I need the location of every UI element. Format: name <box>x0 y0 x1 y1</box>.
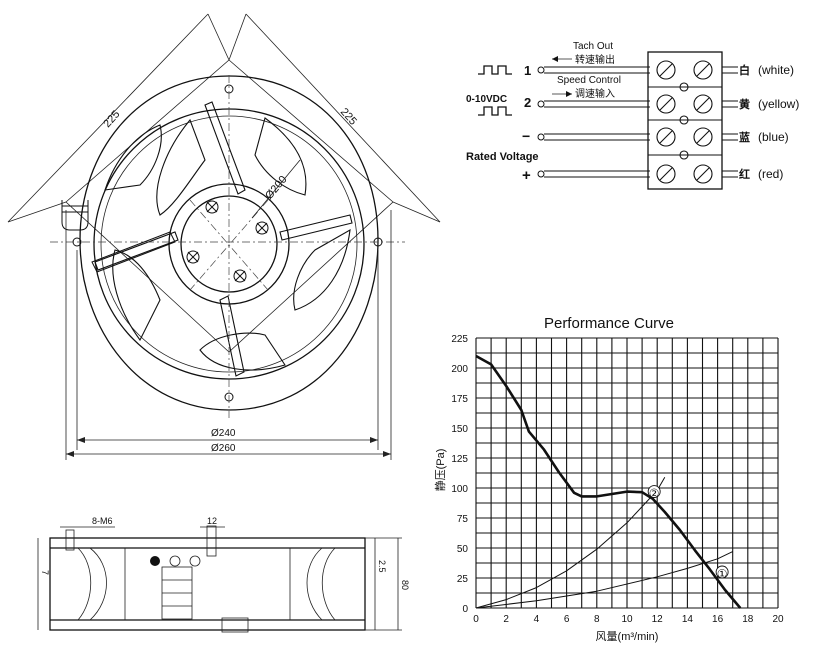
performance-chart: Performance Curve 0 2 4 6 8 10 12 14 16 18 20 0 25 5… <box>433 315 784 643</box>
curve-marker <box>715 565 729 579</box>
y-tick-label: 75 <box>457 514 469 525</box>
system-curve-line <box>475 476 666 609</box>
x-tick-label: 8 <box>594 614 600 625</box>
x-tick-label: 6 <box>564 614 570 625</box>
curve-label: ② <box>649 487 660 501</box>
wire-blue-en: (blue) <box>758 130 789 144</box>
chart-y-ticks: 0 25 50 75 100 125 150 175 200 225 <box>451 334 468 615</box>
pin-1-label: 1 <box>524 63 531 78</box>
chart-x-ticks: 0 2 4 6 8 10 12 14 16 18 20 <box>473 614 784 625</box>
minus-label: − <box>522 128 530 144</box>
terminal-screws <box>648 60 722 184</box>
system-curve-line <box>475 551 733 609</box>
dim-lines-bottom <box>65 210 392 460</box>
fan-front-view: 225 225 <box>7 13 441 460</box>
y-tick-label: 50 <box>457 544 469 555</box>
dim-diameter-260: Ø260 <box>211 443 236 454</box>
dim-8-m6: 8-M6 <box>92 516 113 526</box>
center-lines <box>50 75 405 418</box>
performance-curve-line <box>475 354 742 609</box>
dim-diameter-240: Ø240 <box>211 428 236 439</box>
cable-gland <box>61 200 176 273</box>
tach-out-label: Tach Out <box>573 41 613 52</box>
curve-marker <box>647 485 661 499</box>
wire-white-cn: 白 <box>739 63 750 77</box>
wire-yellow-en: (yellow) <box>758 97 799 111</box>
pin-2-label: 2 <box>524 95 531 110</box>
wiring-diagram: 1 2 0-10VDC − Rated Voltage + Tach Out 转… <box>466 41 799 190</box>
x-tick-label: 2 <box>503 614 509 625</box>
wire-blue-cn: 蓝 <box>739 130 750 144</box>
pulse-icon-2 <box>478 106 512 116</box>
x-tick-label: 18 <box>742 614 754 625</box>
x-tick-label: 4 <box>534 614 540 625</box>
chart-title: Performance Curve <box>544 315 674 332</box>
y-tick-label: 150 <box>451 424 468 435</box>
y-tick-label: 25 <box>457 574 469 585</box>
curve-label: ① <box>717 567 728 581</box>
dim-2-5: 2.5 <box>377 560 387 573</box>
y-tick-label: 125 <box>451 454 468 465</box>
x-tick-label: 20 <box>772 614 784 625</box>
dim-7: 7 <box>40 570 50 575</box>
y-tick-label: 0 <box>462 604 468 615</box>
chart-series: ②① <box>475 354 742 609</box>
speed-control-label: Speed Control <box>557 75 621 86</box>
motor-hub-inner <box>180 195 278 293</box>
fan-struts <box>94 101 353 377</box>
dim-225-right: 225 <box>338 106 359 128</box>
y-tick-label: 225 <box>451 334 468 345</box>
y-tick-label: 175 <box>451 394 468 405</box>
side-body <box>49 537 366 631</box>
fan-housing-outline <box>65 59 394 353</box>
y-tick-label: 100 <box>451 484 468 495</box>
x-tick-label: 0 <box>473 614 479 625</box>
x-tick-label: 10 <box>621 614 633 625</box>
wire-yellow-cn: 黄 <box>739 97 750 111</box>
tach-out-cn-label: 转速输出 <box>575 53 615 66</box>
dim-80: 80 <box>400 580 410 590</box>
x-tick-label: 16 <box>712 614 724 625</box>
chart-grid <box>475 337 779 609</box>
wire-red-cn: 红 <box>739 167 750 181</box>
dim-12: 12 <box>207 516 217 526</box>
fan-blades <box>104 117 351 371</box>
voltage-range-label: 0-10VDC <box>466 94 507 105</box>
mounting-holes <box>72 84 383 402</box>
chart-x-label: 风量(m³/min) <box>596 630 659 643</box>
wire-white-en: (white) <box>758 63 794 77</box>
fan-flange <box>79 75 379 411</box>
y-tick-label: 200 <box>451 364 468 375</box>
fan-side-view: 8-M6 12 7 2.5 80 <box>37 516 410 633</box>
x-tick-label: 12 <box>652 614 664 625</box>
pulse-icon-1 <box>478 65 512 75</box>
wire-red-en: (red) <box>758 167 783 181</box>
plus-label: + <box>522 167 531 184</box>
chart-y-label: 静压(Pa) <box>433 449 447 492</box>
speed-control-cn-label: 调速输入 <box>575 87 615 100</box>
x-tick-label: 14 <box>682 614 694 625</box>
rated-voltage-label: Rated Voltage <box>466 151 539 163</box>
hub-screws <box>186 200 269 283</box>
